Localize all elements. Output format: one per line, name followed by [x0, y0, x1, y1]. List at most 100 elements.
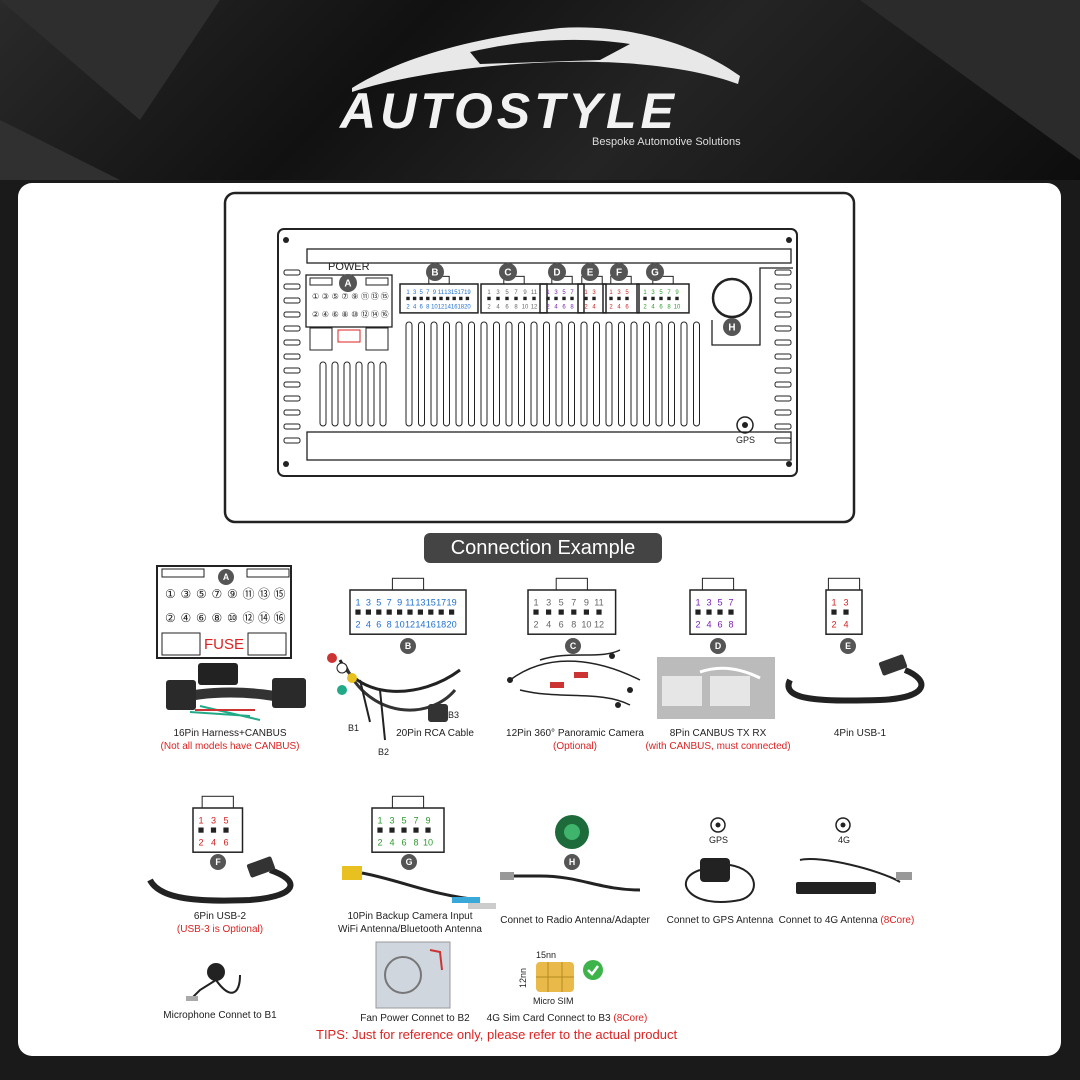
caption-usb1: 4Pin USB-1 [833, 728, 887, 739]
sim-card-image: 15nn 12nn Micro SIM [518, 950, 603, 1006]
pin-label: 14 [444, 305, 451, 311]
car-silhouette-icon [0, 0, 1080, 180]
pin-label: 12 [594, 620, 604, 630]
caption-harness-title: 16Pin Harness+CANBUS [173, 728, 287, 739]
badge-h [564, 854, 580, 870]
pin-label: 7 [413, 816, 418, 826]
pin-label: 1 [487, 290, 491, 296]
pin-label: ⑪ [243, 587, 255, 601]
badge-letter: E [587, 267, 594, 278]
badge-letter: B [405, 641, 411, 651]
pin-label: 1 [355, 598, 360, 608]
harness-cable-image [166, 663, 306, 721]
caption-sim-note: (8Core) [613, 1013, 648, 1024]
caption-canbus-note: (with CANBUS, must connected) [645, 741, 791, 752]
pin-label: 8 [571, 620, 576, 630]
caption-4g: Connet to 4G Antenna (8Core) [774, 914, 919, 927]
badge-c [499, 263, 517, 281]
svg-text:⑪: ⑪ [361, 292, 369, 301]
badge-h [723, 318, 741, 336]
4g-antenna-image: 4G [796, 817, 912, 894]
pin-label: 2 [609, 305, 612, 311]
pin-label: 8 [570, 305, 574, 311]
badge-e [581, 263, 599, 281]
pin-label: 8 [387, 620, 392, 630]
svg-text:⑦: ⑦ [341, 292, 348, 301]
caption-harness: 16Pin Harness+CANBUS (Not all models hav… [150, 727, 310, 753]
pin-label: ⑧ [212, 611, 223, 625]
pin-label: ④ [181, 611, 192, 625]
pin-label: 5 [625, 290, 629, 296]
caption-camera-title: 12Pin 360° Panoramic Camera [506, 728, 644, 739]
pin-label: 5 [559, 598, 564, 608]
pin-label: 8 [426, 305, 430, 311]
pin-label: 1 [831, 598, 836, 608]
pin-label: 2 [487, 305, 490, 311]
pin-label: 4 [366, 620, 371, 630]
badge-letter: C [504, 267, 511, 278]
badge-f [210, 854, 226, 870]
pin-label: 11 [594, 598, 603, 608]
pin-label: 6 [717, 620, 722, 630]
svg-text:⑭: ⑭ [371, 310, 379, 319]
pin-label: 1 [609, 290, 613, 296]
pin-label: 3 [546, 598, 551, 608]
svg-text:⑥: ⑥ [332, 310, 339, 319]
pin-label: 6 [505, 305, 509, 311]
pin-label: 14 [415, 620, 425, 630]
pin-label: 3 [413, 290, 417, 296]
pin-label: ① [165, 587, 176, 601]
caption-gps: Connet to GPS Antenna [666, 915, 774, 926]
pin-label: 3 [554, 290, 558, 296]
pin-label: 9 [397, 598, 402, 608]
svg-text:②: ② [312, 310, 319, 319]
caption-usb2-title: 6Pin USB-2 [193, 911, 247, 922]
svg-text:⑨: ⑨ [351, 292, 358, 301]
pin-label: 2 [355, 620, 360, 630]
pin-label: 6 [376, 620, 381, 630]
sim-type-label: Micro SIM [533, 996, 574, 1006]
microphone-image [186, 963, 241, 1001]
pin-label: 1 [533, 598, 538, 608]
caption-4g-note: (8Core) [880, 915, 915, 926]
pin-label: 3 [389, 816, 394, 826]
cable-b3-label: B3 [448, 710, 459, 720]
pin-label: 4 [706, 620, 711, 630]
pin-label: 6 [401, 838, 406, 848]
pin-label: ⑩ [227, 611, 238, 625]
caption-sim: 4G Sim Card Connect to B3 (8Core) [482, 1012, 652, 1025]
tips-text: TIPS: Just for reference only, please re… [316, 1027, 678, 1042]
pin-label: 3 [496, 290, 500, 296]
pin-label: ⑭ [258, 611, 270, 625]
pin-label: 5 [659, 290, 663, 296]
fan-power-image [375, 941, 451, 1009]
fuse-label: FUSE [204, 636, 244, 653]
pin-label: 5 [562, 290, 566, 296]
power-label: POWER [328, 261, 370, 273]
gps-antenna-image: GPS [685, 817, 755, 903]
pin-label: 6 [562, 305, 566, 311]
rca-cable-image [327, 653, 461, 741]
pin-label: 9 [433, 290, 437, 296]
pin-label: 19 [447, 598, 457, 608]
caption-fan: Fan Power Connet to B2 [360, 1013, 470, 1024]
pin-label: ⑥ [196, 611, 207, 625]
pin-label: 1 [695, 598, 700, 608]
check-icon [583, 960, 603, 980]
pin-label: 3 [592, 290, 596, 296]
pin-label: ⑨ [227, 587, 238, 601]
pin-label: 2 [377, 838, 382, 848]
pin-label: 5 [223, 816, 228, 826]
badge-a [218, 569, 234, 585]
caption-usb2: 6Pin USB-2 (USB-3 is Optional) [150, 910, 290, 936]
pin-label: ⑯ [274, 611, 286, 625]
pin-label: 10 [674, 305, 681, 311]
gps-antenna-label: GPS [709, 835, 728, 845]
pin-label: 2 [831, 620, 836, 630]
usb1-cable-image [785, 654, 925, 704]
badge-f [610, 263, 628, 281]
pin-label: 5 [717, 598, 722, 608]
badge-letter: C [570, 641, 577, 651]
pin-label: 2 [584, 305, 587, 311]
badge-b [400, 638, 416, 654]
